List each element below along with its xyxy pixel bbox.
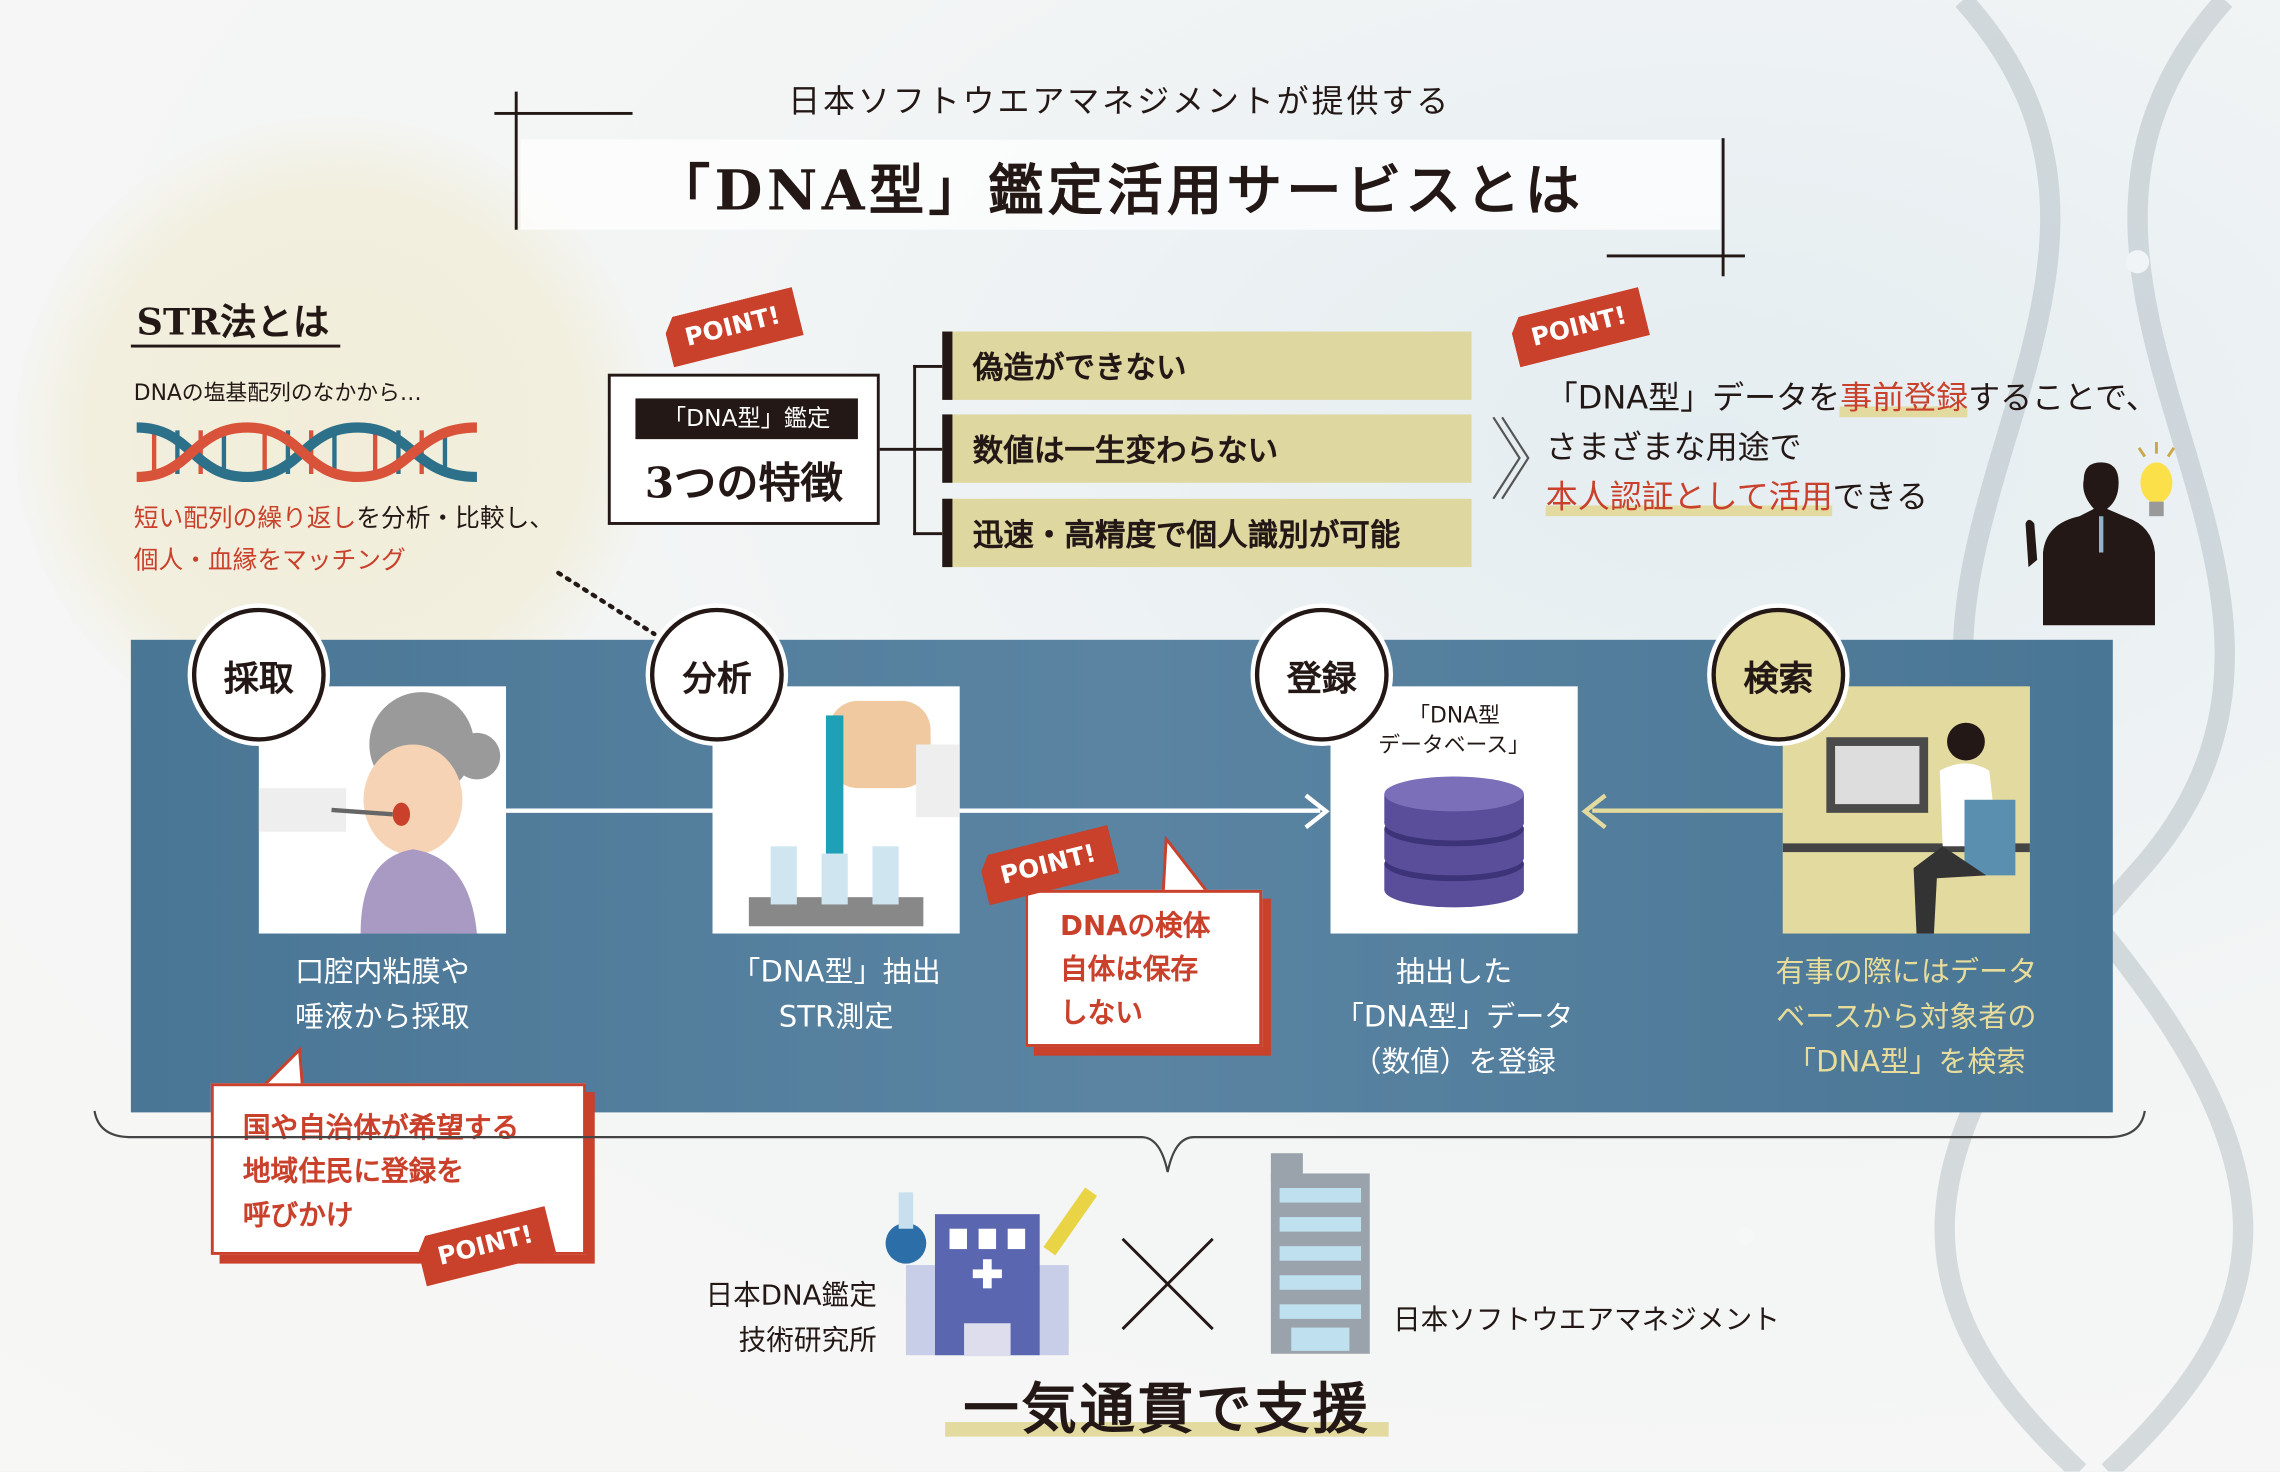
- features-box: 「DNA型」鑑定 3つの特徴: [607, 373, 880, 525]
- pipette-icon: [748, 700, 960, 927]
- db-label: データベース」: [1378, 731, 1530, 758]
- lab-name: 日本DNA鑑定技術研究所: [705, 1279, 877, 1357]
- brace-divider: [93, 1110, 2146, 1173]
- dna-helix-icon: [136, 422, 478, 483]
- db-label: 「DNA型: [1408, 702, 1500, 729]
- company-name: 日本ソフトウエアマネジメント: [1393, 1304, 1780, 1337]
- double-chevron-icon: [1492, 416, 1530, 500]
- header-subtitle: 日本ソフトウエアマネジメントが提供する: [788, 84, 1452, 121]
- benefit-text: 「DNA型」データを事前登録することで、 さまざまな用途で 本人認証として活用で…: [1545, 380, 2158, 517]
- database-illustration: 「DNA型 データベース」: [1330, 686, 1578, 934]
- arrow-right-icon: [1304, 793, 1330, 830]
- step-badge-search: 検索: [1711, 607, 1846, 742]
- features-title: 3つの特徴: [644, 458, 843, 508]
- feature-item: 偽造ができない: [942, 331, 1472, 400]
- callout-tail: [1161, 836, 1210, 893]
- laboratory-building-icon: [885, 1187, 1098, 1356]
- step-caption-register: 抽出した「DNA型」データ（数値）を登録: [1334, 953, 1574, 1079]
- slogan: 一気通貫で支援: [963, 1375, 1371, 1442]
- str-description: 短い配列の繰り返しを分析・比較し、 個人・血縁をマッチング: [133, 504, 555, 576]
- database-icon: [1384, 776, 1524, 908]
- person-at-computer-icon: [1782, 722, 2030, 934]
- str-heading: STR法とは: [136, 300, 330, 344]
- dotted-connector: [556, 570, 657, 637]
- callout-sample-not-stored: DNAの検体自体は保存しない: [1025, 889, 1263, 1047]
- step-badge-register: 登録: [1254, 607, 1389, 742]
- step-caption-search: 有事の際にはデータベースから対象者の「DNA型」を検索: [1775, 953, 2038, 1079]
- arrow-left-icon: [1581, 793, 1607, 830]
- collection-illustration: [258, 686, 507, 934]
- step-caption-collect: 口腔内粘膜や唾液から採取: [295, 953, 470, 1034]
- point-badge: POINT!: [662, 287, 804, 367]
- feature-item: 数値は一生変わらない: [942, 414, 1472, 483]
- features-label: 「DNA型」鑑定: [635, 398, 858, 440]
- office-building-icon: [1270, 1153, 1370, 1354]
- search-illustration: [1782, 686, 2030, 934]
- businessman-idea-icon: [2025, 442, 2176, 626]
- str-intro: DNAの塩基配列のなかから…: [133, 379, 422, 406]
- step-badge-analyze: 分析: [649, 607, 784, 742]
- times-icon: [1121, 1237, 1214, 1331]
- elderly-woman-swab-icon: [258, 692, 501, 934]
- page-title: 「DNA型」鑑定活用サービスとは: [654, 157, 1585, 223]
- feature-item: 迅速・高精度で個人識別が可能: [942, 498, 1472, 568]
- step-badge-collect: 採取: [191, 607, 326, 742]
